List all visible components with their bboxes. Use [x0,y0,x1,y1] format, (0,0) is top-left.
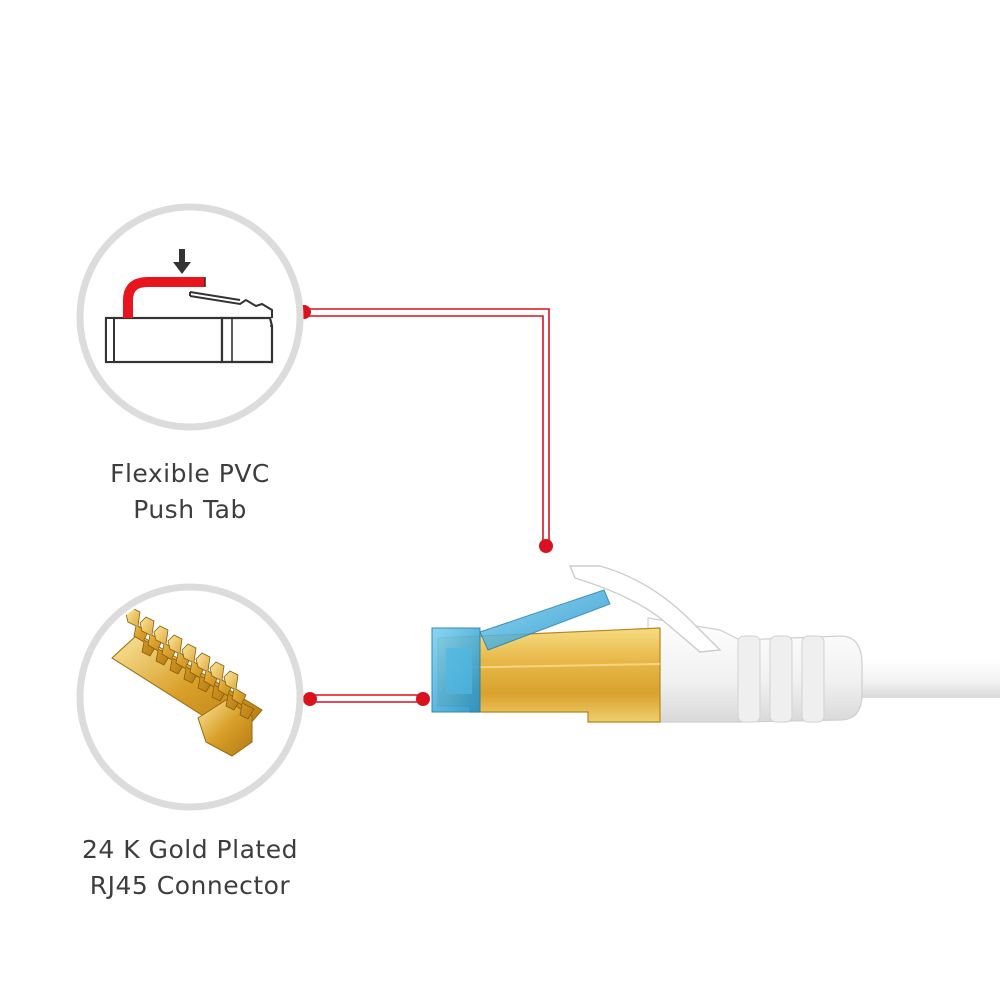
leader-dot-start [303,692,317,706]
caption-gold-plated-rj45-connector: 24 K Gold Plated RJ45 Connector [40,832,340,904]
push-tab-callout-circle [76,203,304,431]
gold-connector-callout-circle [76,583,304,811]
caption-flexible-pvc-push-tab: Flexible PVC Push Tab [40,456,340,528]
gold-pin [223,670,255,720]
leader-line-gold-connector [303,692,430,706]
caption-line: 24 K Gold Plated [82,835,298,864]
caption-line: RJ45 Connector [89,871,291,900]
caption-line: Push Tab [133,495,247,524]
caption-line: Flexible PVC [110,459,270,488]
gold-pins-icon [111,607,263,757]
leader-dot-end [416,692,430,706]
rj45-connector-illustration [431,565,1000,723]
rj45-push-tab-diagram-icon [104,249,274,364]
leader-dot-end [539,539,553,553]
